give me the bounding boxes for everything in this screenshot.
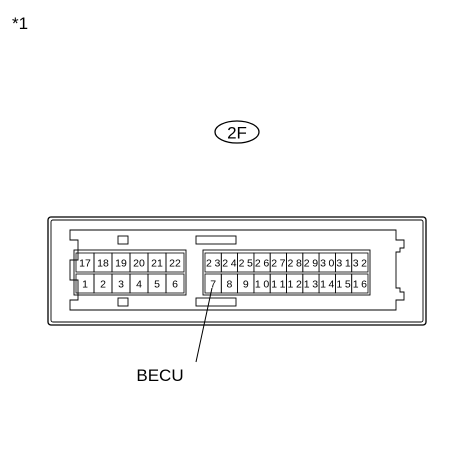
pin-cell bbox=[351, 273, 369, 294]
pin-label-9: 9 bbox=[243, 279, 249, 291]
pin-label-10: 10 bbox=[255, 279, 269, 291]
pin-label-16: 16 bbox=[353, 279, 367, 291]
pin-cell bbox=[351, 252, 369, 273]
pin-label-11: 11 bbox=[271, 279, 285, 291]
pin-label-30: 30 bbox=[320, 258, 334, 270]
pin-label-5: 5 bbox=[154, 279, 160, 291]
pin-label-26: 26 bbox=[255, 258, 269, 270]
pin-label-15: 15 bbox=[336, 279, 350, 291]
pin-cell bbox=[165, 252, 185, 273]
pin-label-14: 14 bbox=[320, 279, 334, 291]
callout-label: BECU bbox=[136, 366, 183, 385]
pin-label-4: 4 bbox=[136, 279, 142, 291]
pin-label-22: 22 bbox=[169, 258, 181, 270]
pin-label-31: 31 bbox=[336, 258, 350, 270]
pin-label-6: 6 bbox=[172, 279, 178, 291]
pin-label-27: 27 bbox=[271, 258, 285, 270]
figure-note: *1 bbox=[12, 14, 29, 33]
pin-label-13: 13 bbox=[304, 279, 318, 291]
pin-label-18: 18 bbox=[97, 258, 109, 270]
pin-label-29: 29 bbox=[304, 258, 318, 270]
pin-label-3: 3 bbox=[118, 279, 124, 291]
callout-leader-line bbox=[195, 287, 213, 363]
pin-label-7: 7 bbox=[210, 279, 216, 291]
connector-housing bbox=[47, 216, 427, 326]
pin-label-32: 32 bbox=[353, 258, 367, 270]
pin-label-28: 28 bbox=[288, 258, 302, 270]
pin-label-24: 24 bbox=[222, 258, 236, 270]
pin-label-1: 1 bbox=[82, 279, 88, 291]
pin-label-12: 12 bbox=[288, 279, 302, 291]
pin-label-2: 2 bbox=[100, 279, 106, 291]
pin-label-19: 19 bbox=[115, 258, 127, 270]
pin-label-23: 23 bbox=[206, 258, 220, 270]
pin-label-17: 17 bbox=[79, 258, 91, 270]
connector-code-badge: 2F bbox=[214, 120, 260, 144]
pin-cell bbox=[165, 273, 185, 294]
pin-label-20: 20 bbox=[133, 258, 145, 270]
connector-code: 2F bbox=[227, 124, 247, 143]
pin-label-8: 8 bbox=[227, 279, 233, 291]
pin-label-25: 25 bbox=[239, 258, 253, 270]
pin-label-21: 21 bbox=[151, 258, 163, 270]
